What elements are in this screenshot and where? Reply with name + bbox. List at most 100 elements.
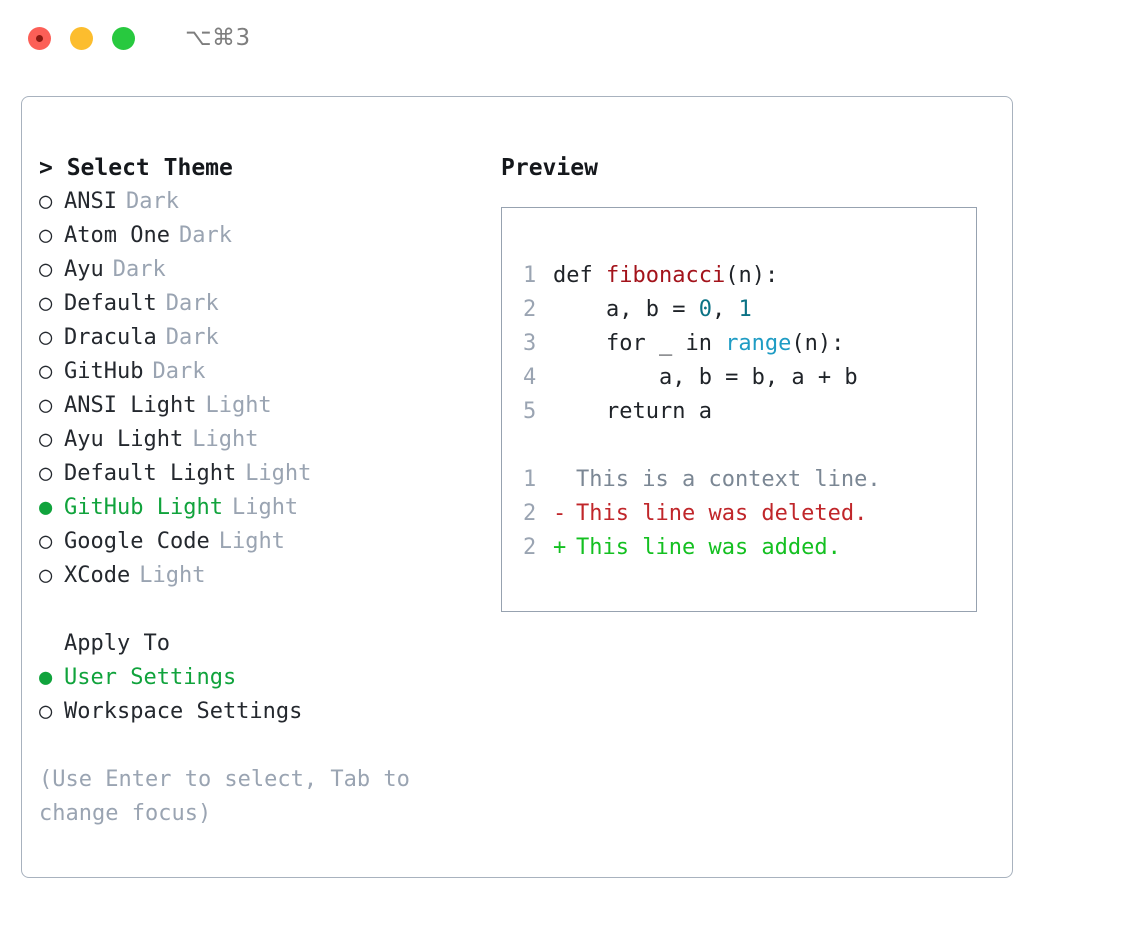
theme-variant-label: Light bbox=[245, 461, 312, 486]
code-token: fibonacci bbox=[605, 263, 726, 288]
apply-to-header: Apply To bbox=[64, 631, 170, 656]
theme-list-item[interactable]: ○ Ayu Light Light bbox=[39, 423, 469, 457]
radio-selected-icon[interactable]: ● bbox=[39, 665, 53, 690]
minimize-button[interactable] bbox=[70, 26, 93, 50]
code-line-number: 1 bbox=[523, 263, 537, 288]
keyboard-shortcut-label: ⌥⌘3 bbox=[185, 25, 251, 51]
code-token: a, b = b, a + b bbox=[553, 365, 858, 390]
select-theme-header: > Select Theme bbox=[39, 155, 233, 181]
code-token: a, b = bbox=[553, 297, 699, 322]
radio-unselected-icon[interactable]: ○ bbox=[39, 393, 53, 418]
diff-sign bbox=[553, 463, 576, 497]
radio-unselected-icon[interactable]: ○ bbox=[39, 427, 53, 452]
diff-sign: - bbox=[553, 501, 567, 526]
radio-unselected-icon[interactable]: ○ bbox=[39, 359, 53, 384]
code-token: for _ in bbox=[553, 331, 726, 356]
apply-to-label: User Settings bbox=[64, 665, 237, 690]
theme-name: Google Code bbox=[64, 529, 210, 554]
theme-variant-label: Dark bbox=[165, 325, 219, 350]
theme-name: GitHub bbox=[64, 359, 144, 384]
radio-unselected-icon[interactable]: ○ bbox=[39, 189, 53, 214]
theme-variant-label: Dark bbox=[152, 359, 206, 384]
code-line: 5 return a bbox=[523, 395, 881, 429]
code-line-text: def fibonacci(n): bbox=[553, 259, 778, 293]
diff-line-number: 2 bbox=[523, 535, 537, 560]
radio-unselected-icon[interactable]: ○ bbox=[39, 291, 53, 316]
code-line-text: for _ in range(n): bbox=[553, 327, 844, 361]
diff-sign: + bbox=[553, 535, 567, 560]
apply-to-option[interactable]: ● User Settings bbox=[39, 661, 469, 695]
theme-name: Default bbox=[64, 291, 157, 316]
theme-variant-label: Dark bbox=[112, 257, 166, 282]
code-line: 1 def fibonacci(n): bbox=[523, 259, 881, 293]
code-line-text: return a bbox=[553, 395, 712, 429]
apply-to-option[interactable]: ○ Workspace Settings bbox=[39, 695, 469, 729]
theme-name: Ayu Light bbox=[64, 427, 184, 452]
diff-line-number: 2 bbox=[523, 501, 537, 526]
theme-list-item[interactable]: ○ ANSI Dark bbox=[39, 185, 469, 219]
list-gap bbox=[39, 593, 469, 627]
code-line-number: 3 bbox=[523, 331, 537, 356]
radio-unselected-icon[interactable]: ○ bbox=[39, 563, 53, 588]
theme-variant-label: Light bbox=[205, 393, 272, 418]
code-token: , bbox=[711, 297, 739, 322]
radio-unselected-icon[interactable]: ○ bbox=[39, 223, 53, 248]
theme-list-item[interactable]: ○ ANSI Light Light bbox=[39, 389, 469, 423]
theme-name: Atom One bbox=[64, 223, 170, 248]
code-token: (n): bbox=[791, 331, 845, 356]
code-line-number: 2 bbox=[523, 297, 537, 322]
radio-selected-icon[interactable]: ● bbox=[39, 495, 53, 520]
radio-unselected-icon[interactable]: ○ bbox=[39, 257, 53, 282]
diff-line: 2-This line was deleted. bbox=[523, 497, 881, 531]
theme-name: ANSI Light bbox=[64, 393, 197, 418]
theme-variant-label: Dark bbox=[125, 189, 179, 214]
code-line-text: a, b = 0, 1 bbox=[553, 293, 752, 327]
diff-line: 1 This is a context line. bbox=[523, 463, 881, 497]
theme-variant-label: Light bbox=[192, 427, 259, 452]
diff-line: 2+This line was added. bbox=[523, 531, 881, 565]
theme-name: Dracula bbox=[64, 325, 157, 350]
code-token: return a bbox=[553, 399, 712, 424]
radio-unselected-icon[interactable]: ○ bbox=[39, 461, 53, 486]
code-token: def bbox=[553, 263, 606, 288]
theme-list-item[interactable]: ○ GitHub Dark bbox=[39, 355, 469, 389]
preview-header: Preview bbox=[501, 155, 598, 181]
keyboard-hint-text: (Use Enter to select, Tab to change focu… bbox=[39, 767, 410, 826]
code-diff-separator bbox=[523, 429, 881, 463]
theme-name: GitHub Light bbox=[64, 495, 223, 520]
code-token: range bbox=[725, 331, 792, 356]
maximize-button[interactable] bbox=[112, 26, 135, 50]
apply-to-list[interactable]: ● User Settings ○ Workspace Settings bbox=[39, 661, 469, 729]
theme-variant-label: Light bbox=[139, 563, 206, 588]
radio-unselected-icon[interactable]: ○ bbox=[39, 325, 53, 350]
code-token: (n): bbox=[725, 263, 779, 288]
close-button[interactable] bbox=[28, 26, 51, 50]
diff-line-text: This is a context line. bbox=[576, 467, 881, 492]
title-bar: ⌥⌘3 bbox=[0, 0, 1140, 76]
theme-name: ANSI bbox=[64, 189, 117, 214]
radio-unselected-icon[interactable]: ○ bbox=[39, 699, 53, 724]
code-line-number: 4 bbox=[523, 365, 537, 390]
apply-to-label: Workspace Settings bbox=[64, 699, 303, 724]
diff-line-number: 1 bbox=[523, 467, 537, 492]
code-line: 4 a, b = b, a + b bbox=[523, 361, 881, 395]
theme-list-item[interactable]: ○ Atom One Dark bbox=[39, 219, 469, 253]
window-controls bbox=[28, 26, 135, 50]
theme-variant-label: Dark bbox=[178, 223, 232, 248]
code-line-text: a, b = b, a + b bbox=[553, 361, 858, 395]
theme-list-item[interactable]: ○ Dracula Dark bbox=[39, 321, 469, 355]
radio-unselected-icon[interactable]: ○ bbox=[39, 529, 53, 554]
